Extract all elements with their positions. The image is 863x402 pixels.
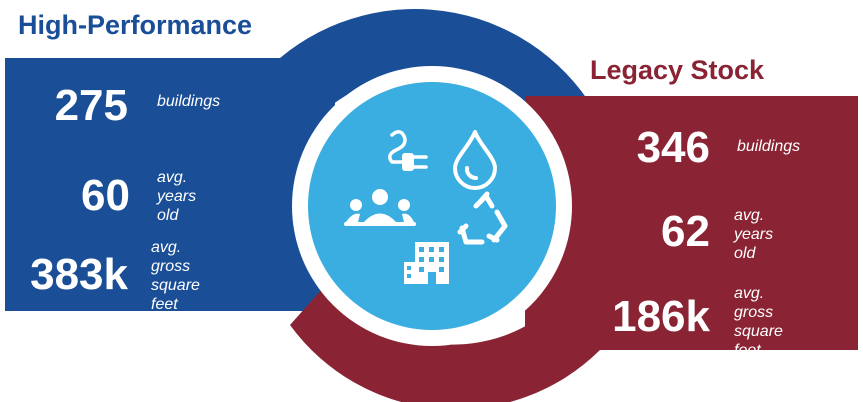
legacy-stock-title: Legacy Stock — [590, 55, 765, 85]
high-performance-panel — [5, 58, 335, 311]
hp-buildings-label: buildings — [157, 93, 221, 110]
hp-area-label: avg. gross square feet — [151, 239, 200, 313]
building-icon — [404, 242, 449, 284]
ls-area-value: 186k — [612, 292, 710, 341]
water-drop-icon — [453, 130, 497, 190]
legacy-stock-arc — [290, 280, 600, 402]
hp-age-label: avg. years old — [157, 169, 197, 224]
ls-area-label: avg. gross square feet — [734, 285, 783, 359]
people-icon — [344, 189, 416, 226]
ls-buildings-value: 346 — [636, 123, 710, 172]
hp-age-value: 60 — [81, 171, 130, 220]
ls-age-value: 62 — [661, 207, 710, 256]
ls-buildings-label: buildings — [737, 138, 801, 155]
hp-area-value: 383k — [30, 250, 128, 299]
hp-buildings-value: 275 — [54, 81, 128, 130]
plug-icon — [388, 130, 428, 171]
ls-age-label: avg. years old — [734, 207, 774, 262]
high-performance-title: High-Performance — [18, 10, 253, 40]
center-circle — [308, 82, 556, 330]
recycle-icon — [457, 191, 508, 245]
legacy-stock-panel — [525, 96, 858, 350]
